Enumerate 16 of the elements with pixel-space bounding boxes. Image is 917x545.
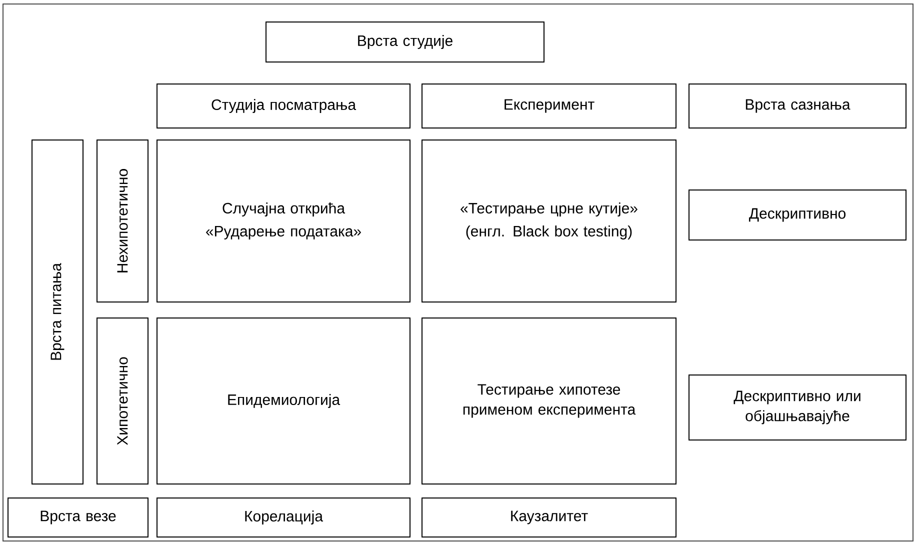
table-cell: Дескриптивно: [688, 190, 906, 240]
label-box: Нехипотетично: [96, 140, 148, 302]
table-cell: Тестирање хипотезе применом експеримента: [422, 318, 676, 484]
table-cell: Врста сазнања: [688, 84, 906, 128]
table-cell: Студија посматрања: [156, 84, 410, 128]
label-box: Хипотетично: [96, 318, 148, 484]
table-cell: Врста студије: [266, 22, 544, 62]
table-cell: Дескриптивно или објашњавајуће: [688, 374, 906, 440]
table-cell: Епидемиологија: [156, 318, 410, 484]
table-cell: Експеримент: [422, 84, 676, 128]
table-cell: Каузалитет: [422, 498, 676, 538]
table-cell: Корелација: [156, 498, 410, 538]
table-cell: «Тестирање црне кутије» (енгл. Black box testing): [422, 140, 676, 302]
label-box: Врста питања: [32, 140, 84, 484]
table-cell: Случајна открића «Рударење података»: [156, 140, 410, 302]
table-cell: Врста везе: [8, 498, 148, 538]
